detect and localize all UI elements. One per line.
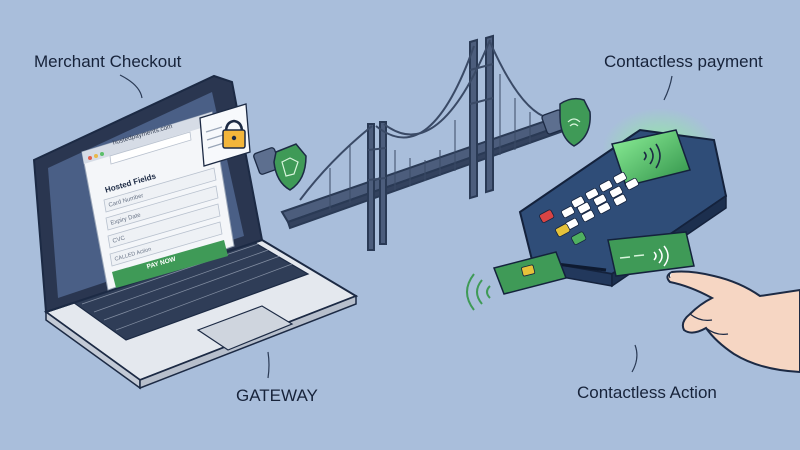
contactless-leader-line: [663, 75, 673, 101]
keypad: [539, 171, 639, 245]
chip-icon: [521, 264, 536, 277]
contactless-card[interactable]: [607, 231, 695, 277]
shield-icon: [541, 97, 591, 147]
hand-icon: [666, 270, 800, 374]
window-max-dot[interactable]: [100, 152, 104, 156]
browser-window: [81, 111, 235, 291]
terminal-screen: [611, 129, 691, 187]
window-close-dot[interactable]: [88, 156, 92, 160]
gateway-leader-line: [267, 351, 270, 379]
chip-card: [492, 251, 568, 295]
nfc-icon: [466, 273, 491, 311]
nfc-icon: [653, 245, 669, 267]
merchant-checkout-label: Merchant Checkout: [34, 52, 182, 71]
lock-popup: [199, 103, 251, 167]
gateway-label: GATEWAY: [236, 386, 318, 405]
nfc-icon: [643, 143, 661, 169]
contactless-payment-label: Contactless payment: [604, 52, 763, 71]
cancel-key[interactable]: [539, 209, 555, 223]
window-min-dot[interactable]: [94, 154, 98, 158]
pay-now-button[interactable]: [112, 240, 228, 288]
clear-key[interactable]: [555, 223, 571, 237]
merchant-leader-line: [119, 74, 143, 99]
card-number-input[interactable]: [103, 167, 217, 213]
action-leader-line: [631, 344, 638, 373]
cvc-input[interactable]: [107, 203, 221, 249]
lock-icon: [222, 119, 246, 149]
enter-key[interactable]: [571, 231, 587, 245]
expiry-input[interactable]: [105, 185, 219, 231]
action-input[interactable]: [109, 221, 223, 267]
url-bar[interactable]: [109, 131, 192, 165]
shield-icon: [253, 143, 307, 191]
contactless-action-label: Contactless Action: [577, 383, 717, 402]
trackpad: [196, 305, 294, 351]
